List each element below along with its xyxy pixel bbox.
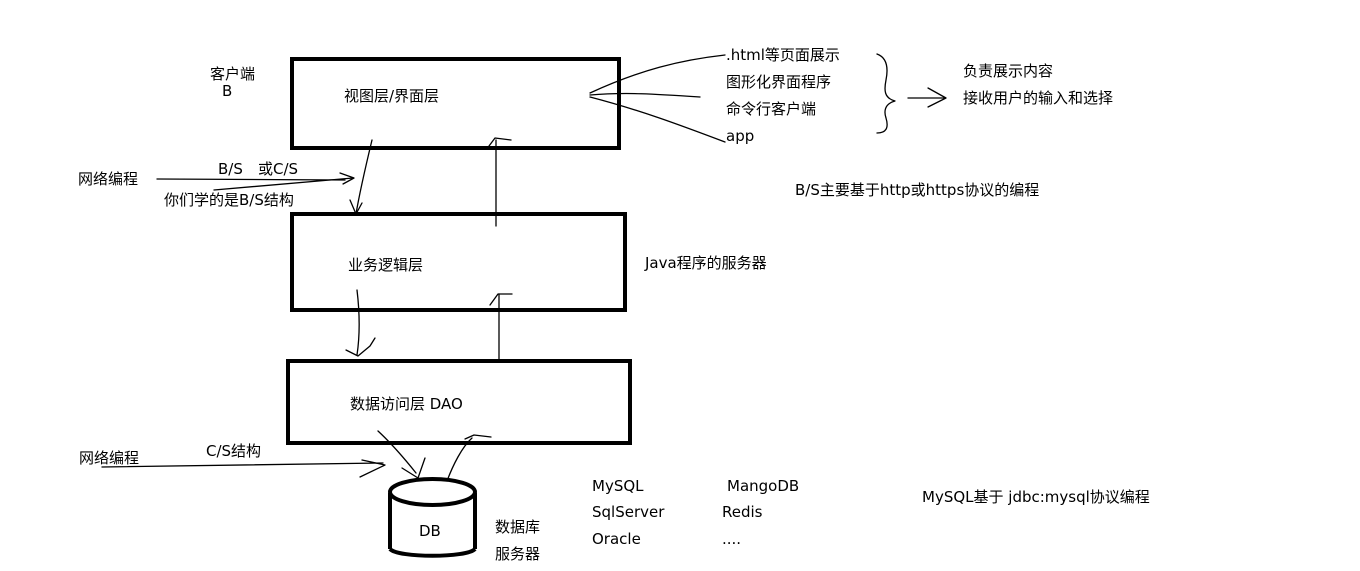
network-line-bottom [101,462,384,468]
responsibility-line-2: 接收用户的输入和选择 [963,89,1114,107]
fan-line-mid [589,92,701,98]
network-arrow-bottom-head [359,459,386,478]
database-item: .... [722,530,742,548]
down-arrow-business-dao [356,289,360,356]
network-label-top: 网络编程 [78,170,139,188]
network-arrow-top-head [339,172,355,185]
bs-label: B/S [218,160,243,178]
down-arrow-view-business [355,139,373,215]
view-types-list: .html等页面展示 图形化界面程序 命令行客户端 app [726,46,840,145]
up-arrow-db-dao [446,437,473,482]
view-layer-label: 视图层/界面层 [344,87,440,105]
client-label: 客户端 [210,65,256,83]
view-type-item: app [726,127,755,145]
down-arrow-business-dao-head [345,337,376,357]
network-line-top-1 [156,178,346,181]
database-item: Redis [722,503,763,521]
cs-structure-label: C/S结构 [206,442,262,460]
fan-line-upper [589,54,726,94]
down-arrow-dao-db [377,430,417,474]
mysql-protocol-note: MySQL基于 jdbc:mysql协议编程 [922,488,1150,506]
bs-structure-note: 你们学的是B/S结构 [164,191,294,209]
responsibility-line-1: 负责展示内容 [963,62,1054,80]
view-type-item: 图形化界面程序 [726,73,832,91]
right-arrow-head [927,87,947,108]
db-label: DB [419,522,441,540]
business-layer-box: 业务逻辑层 [290,212,627,312]
bs-protocol-note: B/S主要基于http或https协议的编程 [795,181,1040,199]
network-line-top-2 [213,177,354,191]
up-arrow-db-dao-head [464,434,492,440]
business-layer-label: 业务逻辑层 [348,256,424,274]
fan-line-lower [589,96,726,143]
up-arrow-business-view-head [488,137,512,147]
database-item: SqlServer [592,503,665,521]
view-type-item: 命令行客户端 [726,100,817,118]
view-layer-box: 视图层/界面层 [290,57,621,150]
db-server-line-1: 数据库 [495,518,541,536]
curly-brace [876,53,896,134]
db-cylinder [388,477,477,558]
java-server-note: Java程序的服务器 [645,254,767,272]
network-label-bottom: 网络编程 [79,449,140,467]
database-item: Oracle [592,530,641,548]
database-item: MangoDB [727,477,800,495]
view-type-item: .html等页面展示 [726,46,840,64]
dao-layer-box: 数据访问层 DAO [286,359,632,445]
database-item: MySQL [592,477,644,495]
dao-layer-label: 数据访问层 DAO [350,395,463,413]
client-sub-label: B [222,82,233,100]
up-arrow-dao-business-head [489,293,513,306]
db-server-line-2: 服务器 [495,545,541,563]
or-cs-label: 或C/S [258,160,299,178]
